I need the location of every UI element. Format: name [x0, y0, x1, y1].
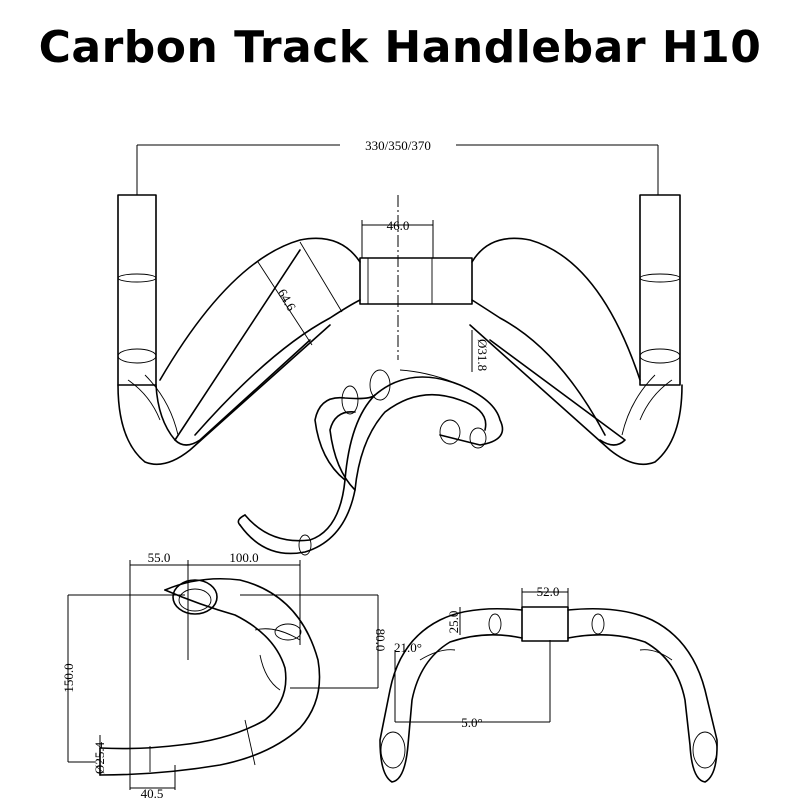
end-length-dimension: 40.5 [141, 786, 164, 800]
side-view-drawing [67, 560, 379, 790]
clamp-diameter-dimension: Ø31.8 [475, 339, 490, 371]
tube-length-dimension: 64.6 [275, 286, 300, 314]
top-view-drawing [117, 144, 683, 466]
clamp-width-dimension: 46.0 [387, 218, 410, 233]
front-view-drawing [379, 588, 718, 783]
rise-dimension: 25.0 [446, 611, 461, 634]
width-dimension: 330/350/370 [365, 138, 431, 153]
page-title: Carbon Track Handlebar H10 [38, 22, 762, 73]
height-dimension: 80.0 [373, 629, 388, 652]
drop-dimension: 150.0 [61, 663, 76, 692]
reach-offset-dimension: 55.0 [148, 550, 171, 565]
perspective-view-drawing [237, 369, 504, 556]
center-width-dimension: 52.0 [537, 584, 560, 599]
flare-dimension: 5.0° [461, 715, 482, 730]
angle-dimension: 21.0° [394, 640, 422, 655]
reach-dimension: 100.0 [229, 550, 258, 565]
end-diameter-dimension: Ø25.4 [92, 741, 107, 774]
